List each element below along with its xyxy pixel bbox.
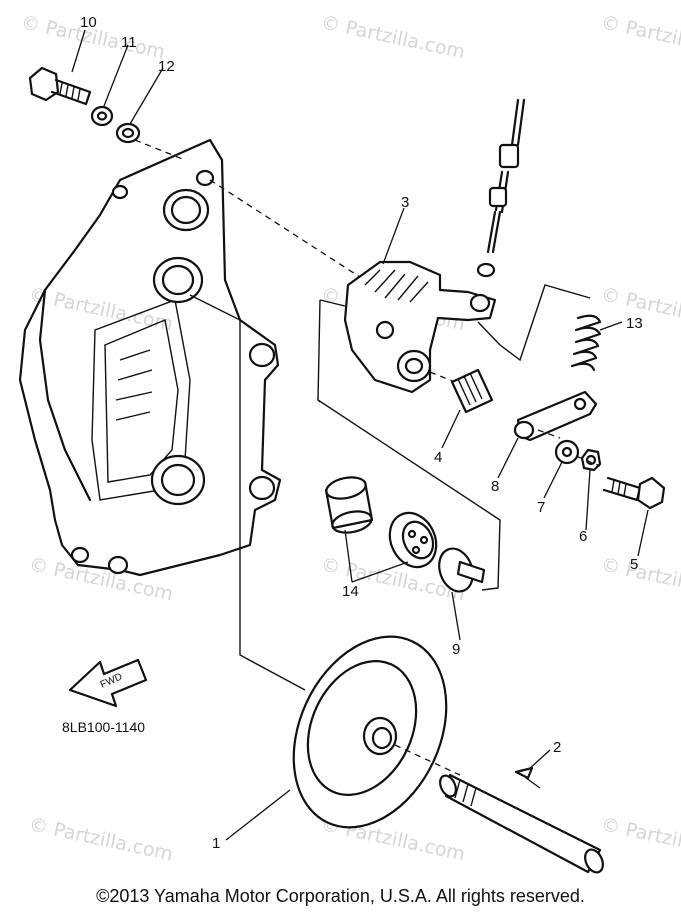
assembly-outline bbox=[319, 299, 346, 307]
housing-case bbox=[18, 138, 282, 577]
callout-12: 12 bbox=[158, 58, 175, 75]
shaft bbox=[439, 773, 604, 874]
callout-10: 10 bbox=[80, 14, 97, 31]
callout-7: 7 bbox=[537, 499, 545, 516]
watermark: © Partzilla.com bbox=[319, 11, 467, 63]
callout-14: 14 bbox=[342, 583, 359, 600]
pin-4 bbox=[429, 368, 494, 414]
bolt-5 bbox=[602, 476, 666, 510]
callout-8: 8 bbox=[491, 478, 499, 495]
callout-6: 6 bbox=[579, 528, 587, 545]
lever-arm-8 bbox=[513, 390, 598, 442]
sheave-1 bbox=[292, 635, 448, 829]
washer-7 bbox=[554, 439, 580, 465]
plate-9 bbox=[438, 547, 486, 593]
dashed-line bbox=[537, 429, 561, 439]
assembly-outline bbox=[499, 284, 591, 362]
callout-5: 5 bbox=[630, 556, 638, 573]
assembly-outline bbox=[317, 299, 501, 591]
watermark: © Partzilla.com bbox=[599, 553, 681, 605]
fwd-arrow-icon: FWD bbox=[68, 658, 148, 708]
callout-11: 11 bbox=[121, 34, 137, 51]
washer-12 bbox=[115, 122, 141, 144]
cap-14 bbox=[324, 476, 374, 534]
dashed-line bbox=[575, 455, 601, 467]
callout-4: 4 bbox=[434, 449, 442, 466]
leader-lines bbox=[71, 29, 649, 841]
callouts: 10 11 12 3 13 4 8 7 6 5 14 9 2 1 bbox=[80, 14, 643, 852]
assembly-outline bbox=[189, 294, 306, 691]
watermark: © Partzilla.com bbox=[599, 11, 681, 63]
nut-6 bbox=[580, 448, 602, 472]
callout-1: 1 bbox=[212, 835, 220, 852]
dashed-line bbox=[134, 139, 186, 161]
callout-2: 2 bbox=[553, 739, 561, 756]
spring-13 bbox=[570, 314, 602, 372]
washer-11 bbox=[90, 105, 114, 127]
watermark: © Partzilla.com bbox=[599, 813, 681, 865]
throttle-cable bbox=[476, 98, 526, 278]
callout-13: 13 bbox=[626, 315, 643, 332]
dashed-line bbox=[394, 744, 461, 776]
callout-3: 3 bbox=[401, 194, 409, 211]
key-2 bbox=[514, 766, 534, 780]
bolt-10 bbox=[28, 66, 92, 106]
callout-9: 9 bbox=[452, 641, 460, 658]
lever-bracket-3 bbox=[343, 260, 497, 394]
watermark: © Partzilla.com bbox=[27, 813, 175, 865]
assembly-outline bbox=[477, 321, 501, 346]
copyright-notice: ©2013 Yamaha Motor Corporation, U.S.A. A… bbox=[96, 886, 585, 906]
part-code: 8LB100-1140 bbox=[62, 719, 145, 735]
assembly-outline bbox=[317, 399, 321, 403]
dashed-line bbox=[209, 179, 381, 291]
diaphragm-14 bbox=[388, 511, 438, 569]
watermark: © Partzilla.com bbox=[27, 553, 175, 605]
